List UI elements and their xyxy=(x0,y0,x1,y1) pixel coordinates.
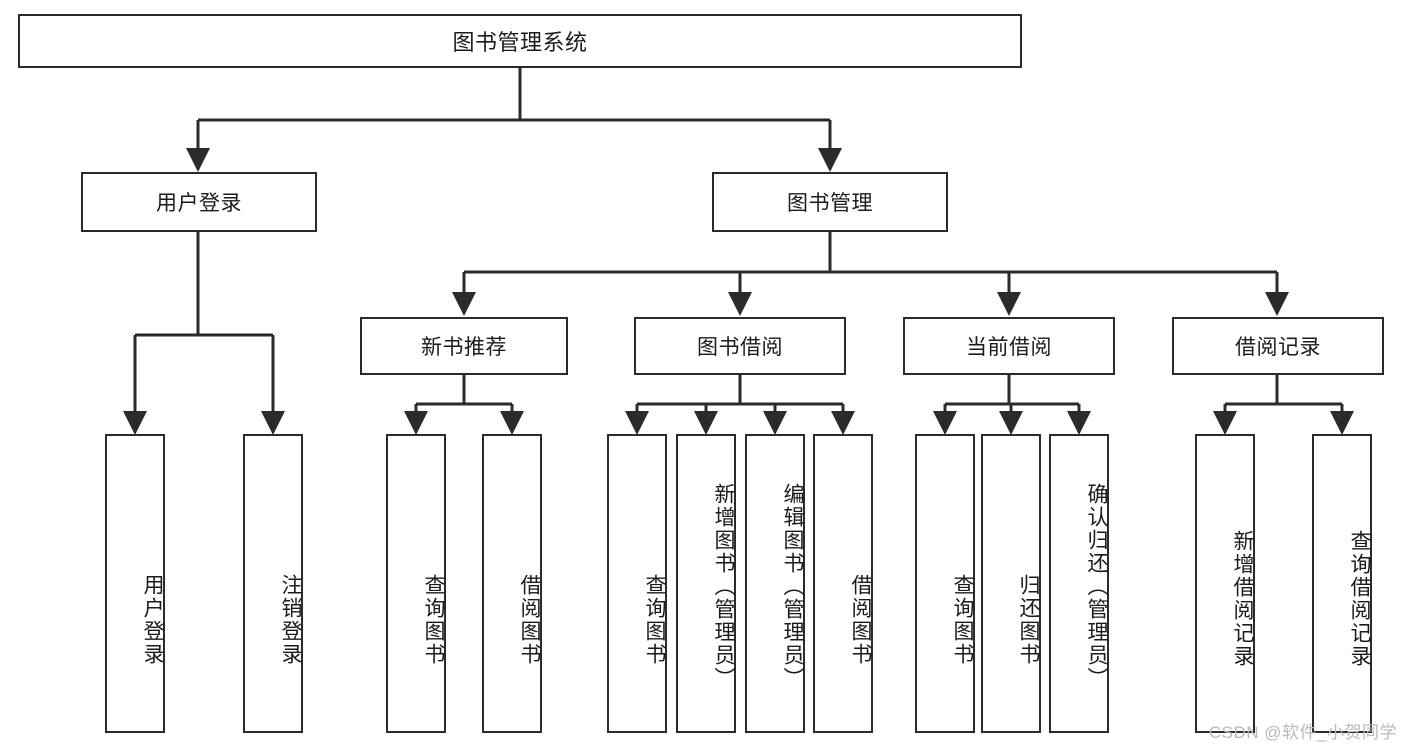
node-new-book-recommend[interactable]: 新书推荐 xyxy=(360,317,568,375)
node-leaf-borrow-book-1-label: 借阅图书 xyxy=(518,573,541,666)
node-leaf-confirm-return-label: 确认归还（管理员） xyxy=(1085,483,1108,690)
node-leaf-query-book-2[interactable]: 查询图书 xyxy=(607,434,667,733)
node-leaf-borrow-book-2-label: 借阅图书 xyxy=(849,573,872,666)
node-leaf-query-book-1-label: 查询图书 xyxy=(422,573,445,666)
node-leaf-user-login[interactable]: 用户登录 xyxy=(105,434,165,733)
node-leaf-borrow-book-2[interactable]: 借阅图书 xyxy=(813,434,873,733)
node-book-management[interactable]: 图书管理 xyxy=(712,172,948,232)
node-book-borrow[interactable]: 图书借阅 xyxy=(634,317,846,375)
node-current-borrow[interactable]: 当前借阅 xyxy=(903,317,1115,375)
node-leaf-user-login-label: 用户登录 xyxy=(141,573,164,666)
node-borrow-record-label: 借阅记录 xyxy=(1235,336,1321,359)
node-user-login-label: 用户登录 xyxy=(156,192,242,215)
node-book-borrow-label: 图书借阅 xyxy=(697,336,783,359)
node-leaf-borrow-book-1[interactable]: 借阅图书 xyxy=(482,434,542,733)
node-leaf-edit-book[interactable]: 编辑图书（管理员） xyxy=(745,434,805,733)
node-root[interactable]: 图书管理系统 xyxy=(18,14,1022,68)
node-user-login[interactable]: 用户登录 xyxy=(81,172,317,232)
node-leaf-query-book-3[interactable]: 查询图书 xyxy=(915,434,975,733)
node-leaf-query-record-label: 查询借阅记录 xyxy=(1348,529,1371,668)
node-book-management-label: 图书管理 xyxy=(787,192,873,215)
csdn-watermark: CSDN @软件_小贺同学 xyxy=(1208,723,1397,742)
node-leaf-edit-book-label: 编辑图书（管理员） xyxy=(781,483,804,690)
node-leaf-query-record[interactable]: 查询借阅记录 xyxy=(1312,434,1372,733)
node-leaf-query-book-2-label: 查询图书 xyxy=(643,573,666,666)
node-new-book-recommend-label: 新书推荐 xyxy=(421,336,507,359)
node-current-borrow-label: 当前借阅 xyxy=(966,336,1052,359)
node-borrow-record[interactable]: 借阅记录 xyxy=(1172,317,1384,375)
node-leaf-logout-login-label: 注销登录 xyxy=(279,573,302,666)
node-leaf-return-book[interactable]: 归还图书 xyxy=(981,434,1041,733)
node-leaf-logout-login[interactable]: 注销登录 xyxy=(243,434,303,733)
node-leaf-add-record-label: 新增借阅记录 xyxy=(1231,529,1254,668)
node-leaf-confirm-return[interactable]: 确认归还（管理员） xyxy=(1049,434,1109,733)
node-leaf-add-record[interactable]: 新增借阅记录 xyxy=(1195,434,1255,733)
node-root-label: 图书管理系统 xyxy=(452,30,588,55)
node-leaf-return-book-label: 归还图书 xyxy=(1017,573,1040,666)
node-leaf-add-book[interactable]: 新增图书（管理员） xyxy=(676,434,736,733)
node-leaf-query-book-3-label: 查询图书 xyxy=(951,573,974,666)
node-leaf-add-book-label: 新增图书（管理员） xyxy=(712,483,735,690)
node-leaf-query-book-1[interactable]: 查询图书 xyxy=(386,434,446,733)
